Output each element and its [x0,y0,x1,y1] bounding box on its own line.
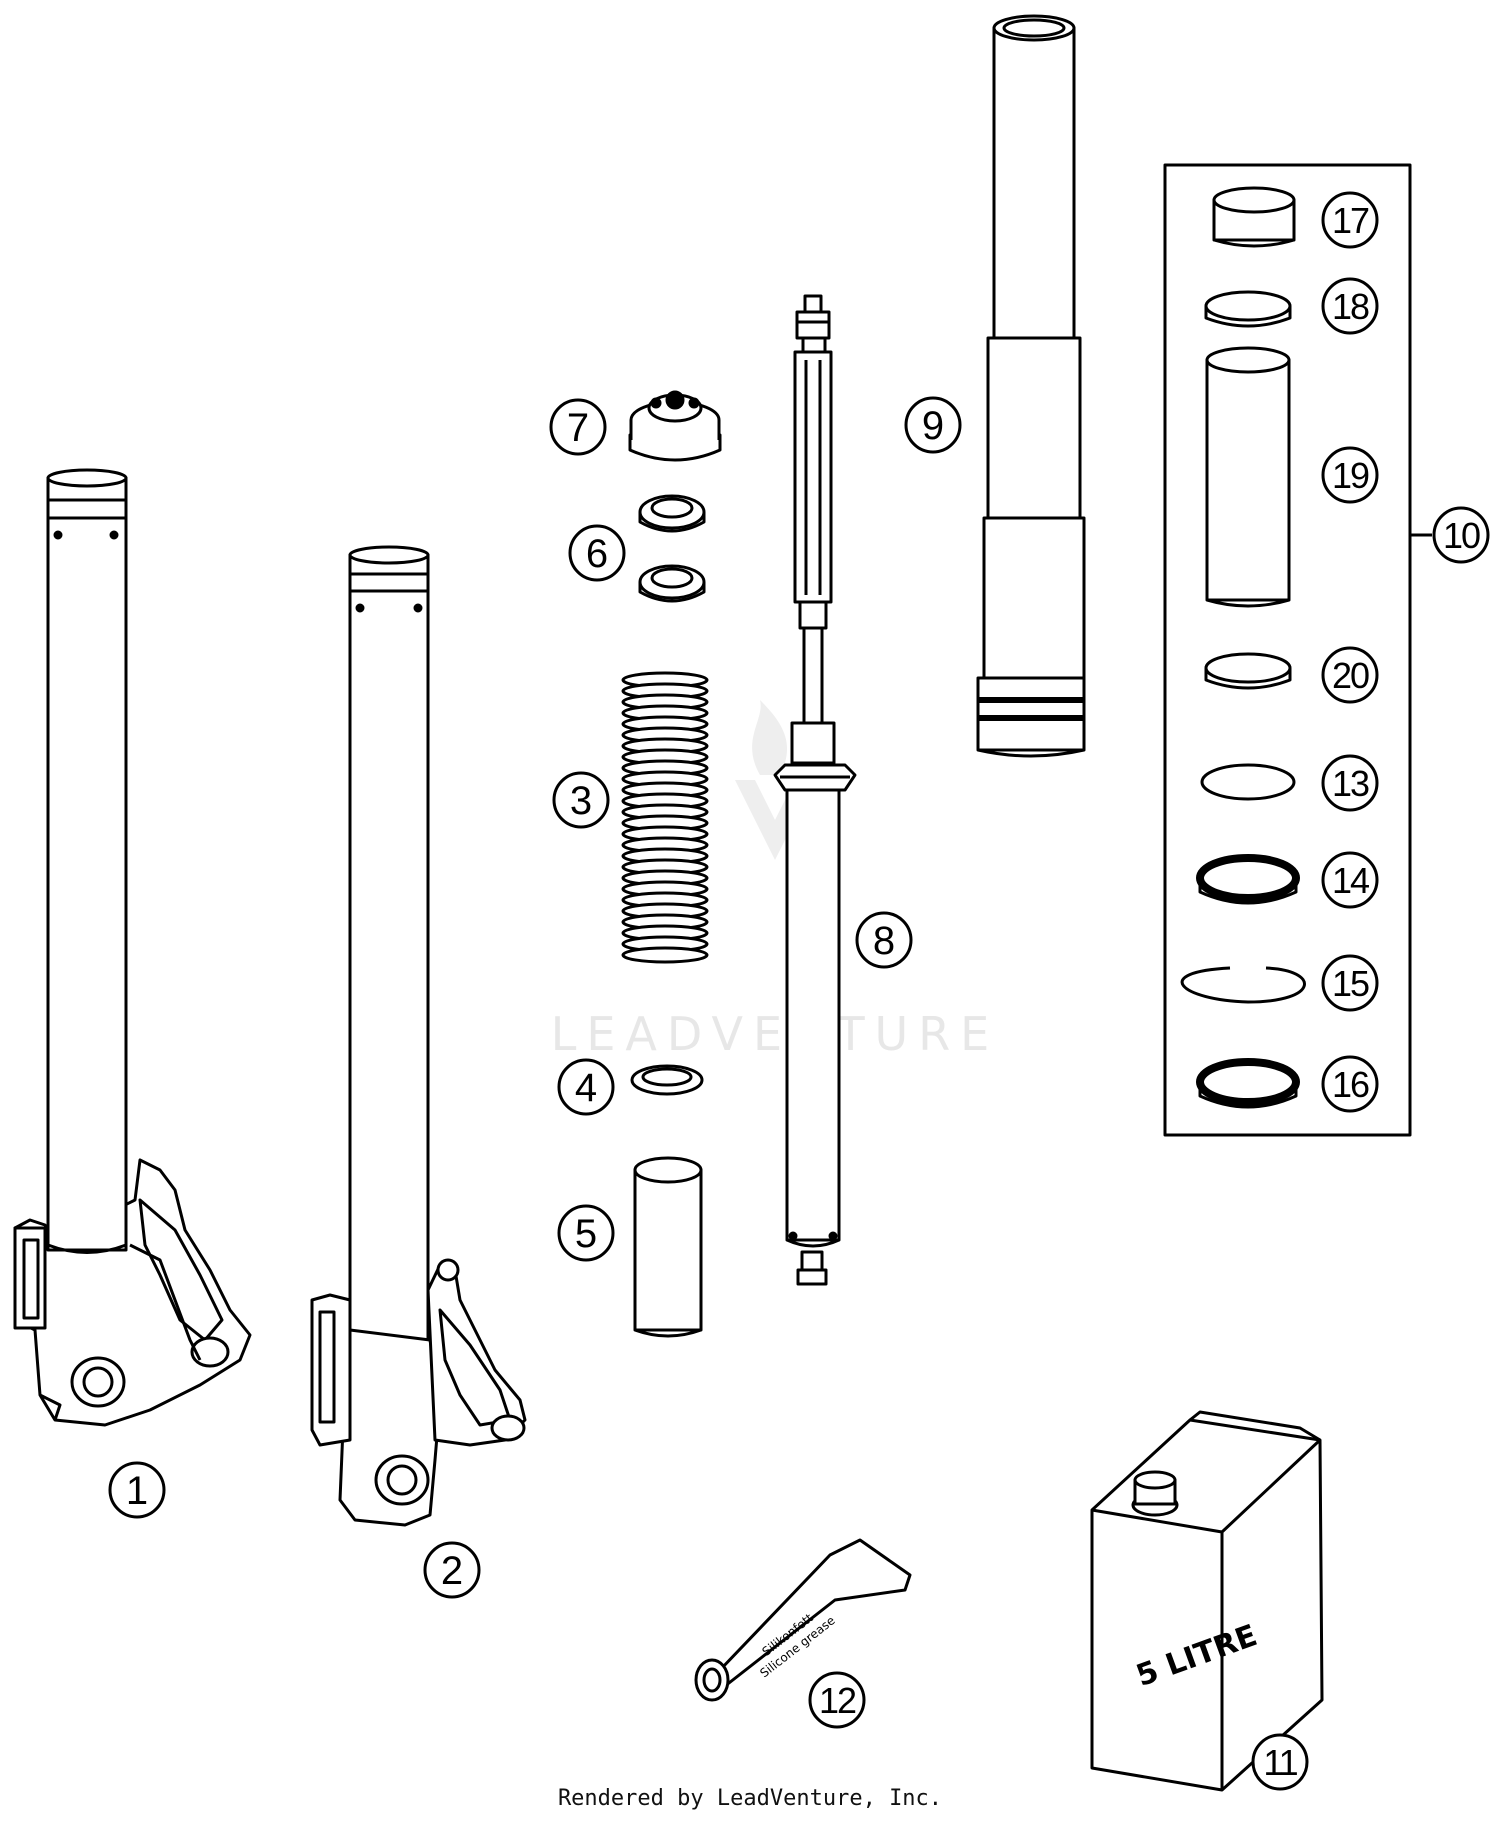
svg-text:6: 6 [586,532,608,576]
svg-text:7: 7 [567,406,589,450]
svg-text:13: 13 [1332,763,1369,804]
part-18-ring [1204,290,1292,328]
callout-15: 15 [1321,954,1379,1012]
part-11-oil-canister: 5 LITRE [1090,1410,1324,1792]
svg-text:8: 8 [873,919,895,963]
part-4-ring [630,1064,704,1096]
svg-text:11: 11 [1263,1742,1297,1783]
svg-text:1: 1 [126,1469,148,1513]
part-10-kit-box [1163,163,1432,1137]
part-13-o-ring [1200,763,1296,801]
svg-text:9: 9 [922,404,944,448]
callout-13: 13 [1321,754,1379,812]
fork-leg-2 [310,545,527,1527]
callout-9: 9 [904,396,962,454]
callout-8: 8 [855,911,913,969]
callout-11: 11 [1251,1733,1309,1791]
part-17-bushing [1212,186,1296,248]
part-7-cap [628,390,722,462]
part-9-outer-tube [976,14,1086,758]
part-20-ring [1204,652,1292,690]
fork-leg-1 [13,468,252,1427]
svg-text:10: 10 [1443,515,1480,556]
callout-2: 2 [423,1541,481,1599]
callout-1: 1 [108,1461,166,1519]
callout-4: 4 [557,1058,615,1116]
part-16-dust-seal [1196,1058,1300,1109]
part-8-cartridge [773,294,857,1286]
part-5-sleeve [633,1156,703,1338]
part-12-grease-tube: Silikonfett Silicone grease [694,1538,912,1702]
svg-text:14: 14 [1332,860,1369,901]
callout-12: 12 [808,1671,866,1729]
part-15-clip [1180,966,1306,1004]
callout-14: 14 [1321,851,1379,909]
callout-5: 5 [557,1204,615,1262]
watermark: LEADVENTURE [551,700,1000,1061]
part-3-spring [621,671,709,964]
callout-19: 19 [1321,446,1379,504]
part-19-sleeve [1205,346,1291,608]
callout-18: 18 [1321,277,1379,335]
svg-text:2: 2 [441,1549,463,1593]
svg-text:3: 3 [570,779,592,823]
svg-text:16: 16 [1332,1064,1369,1105]
spring-coil [621,946,709,964]
watermark-text: LEADVENTURE [551,1007,1000,1061]
svg-text:15: 15 [1332,963,1369,1004]
part-6-washers [638,494,706,603]
callout-10: 10 [1432,506,1490,564]
svg-text:20: 20 [1332,655,1369,696]
callout-16: 16 [1321,1055,1379,1113]
callout-7: 7 [549,398,607,456]
svg-text:18: 18 [1332,286,1369,327]
callout-6: 6 [568,524,626,582]
callout-17: 17 [1321,191,1379,249]
svg-text:12: 12 [819,1680,856,1721]
svg-text:19: 19 [1332,455,1369,496]
footer-credit: Rendered by LeadVenture, Inc. [557,1786,943,1811]
callouts: 1 2 3 4 5 6 7 8 9 10 11 12 13 14 15 16 1… [108,191,1490,1791]
svg-text:5: 5 [575,1212,597,1256]
svg-text:4: 4 [575,1066,597,1110]
svg-text:17: 17 [1332,200,1369,241]
callout-3: 3 [552,771,610,829]
part-14-seal [1196,854,1300,905]
callout-20: 20 [1321,646,1379,704]
